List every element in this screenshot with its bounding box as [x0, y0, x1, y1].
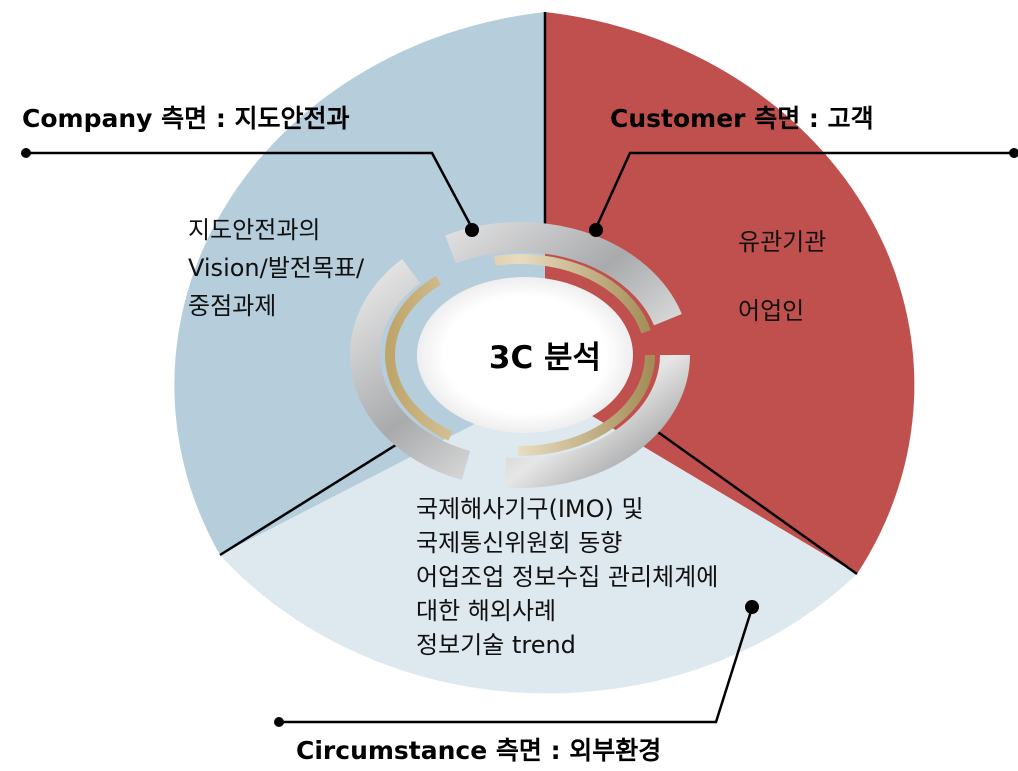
company-connector-end-dot [465, 223, 479, 237]
customer-line: 어업인 [738, 297, 804, 325]
circumstance-line: 국제해사기구(IMO) 및 [416, 495, 644, 523]
circumstance-connector-end-dot [745, 600, 759, 614]
company-line: Vision/발전목표/ [188, 254, 365, 282]
center-label: 3C 분석 [489, 340, 601, 376]
divider-lower-right [654, 428, 858, 576]
company-line: 지도안전과의 [188, 216, 320, 244]
center-disc [417, 277, 633, 433]
company-segment [174, 12, 545, 555]
center-ring [350, 222, 690, 488]
company-line: 중점과제 [188, 292, 276, 320]
circumstance-heading: Circumstance 측면 : 외부환경 [296, 736, 661, 765]
customer-connector [589, 148, 1018, 237]
company-connector [21, 148, 479, 237]
circumstance-line: 국제통신위원회 동향 [416, 529, 622, 557]
customer-line: 유관기관 [738, 228, 826, 256]
circumstance-line: 정보기술 trend [416, 631, 576, 659]
customer-connector-start-dot [1009, 148, 1018, 158]
company-connector-start-dot [21, 148, 31, 158]
circumstance-line: 대한 해외사례 [416, 597, 556, 625]
circumstance-segment [220, 388, 857, 694]
customer-heading: Customer 측면 : 고객 [610, 104, 874, 133]
circumstance-connector [274, 600, 759, 727]
circumstance-connector-start-dot [274, 717, 284, 727]
company-heading: Company 측면 : 지도안전과 [22, 104, 350, 133]
divider-lower-left [219, 431, 416, 557]
circumstance-line: 어업조업 정보수집 관리체계에 [416, 563, 718, 591]
customer-connector-end-dot [589, 223, 603, 237]
